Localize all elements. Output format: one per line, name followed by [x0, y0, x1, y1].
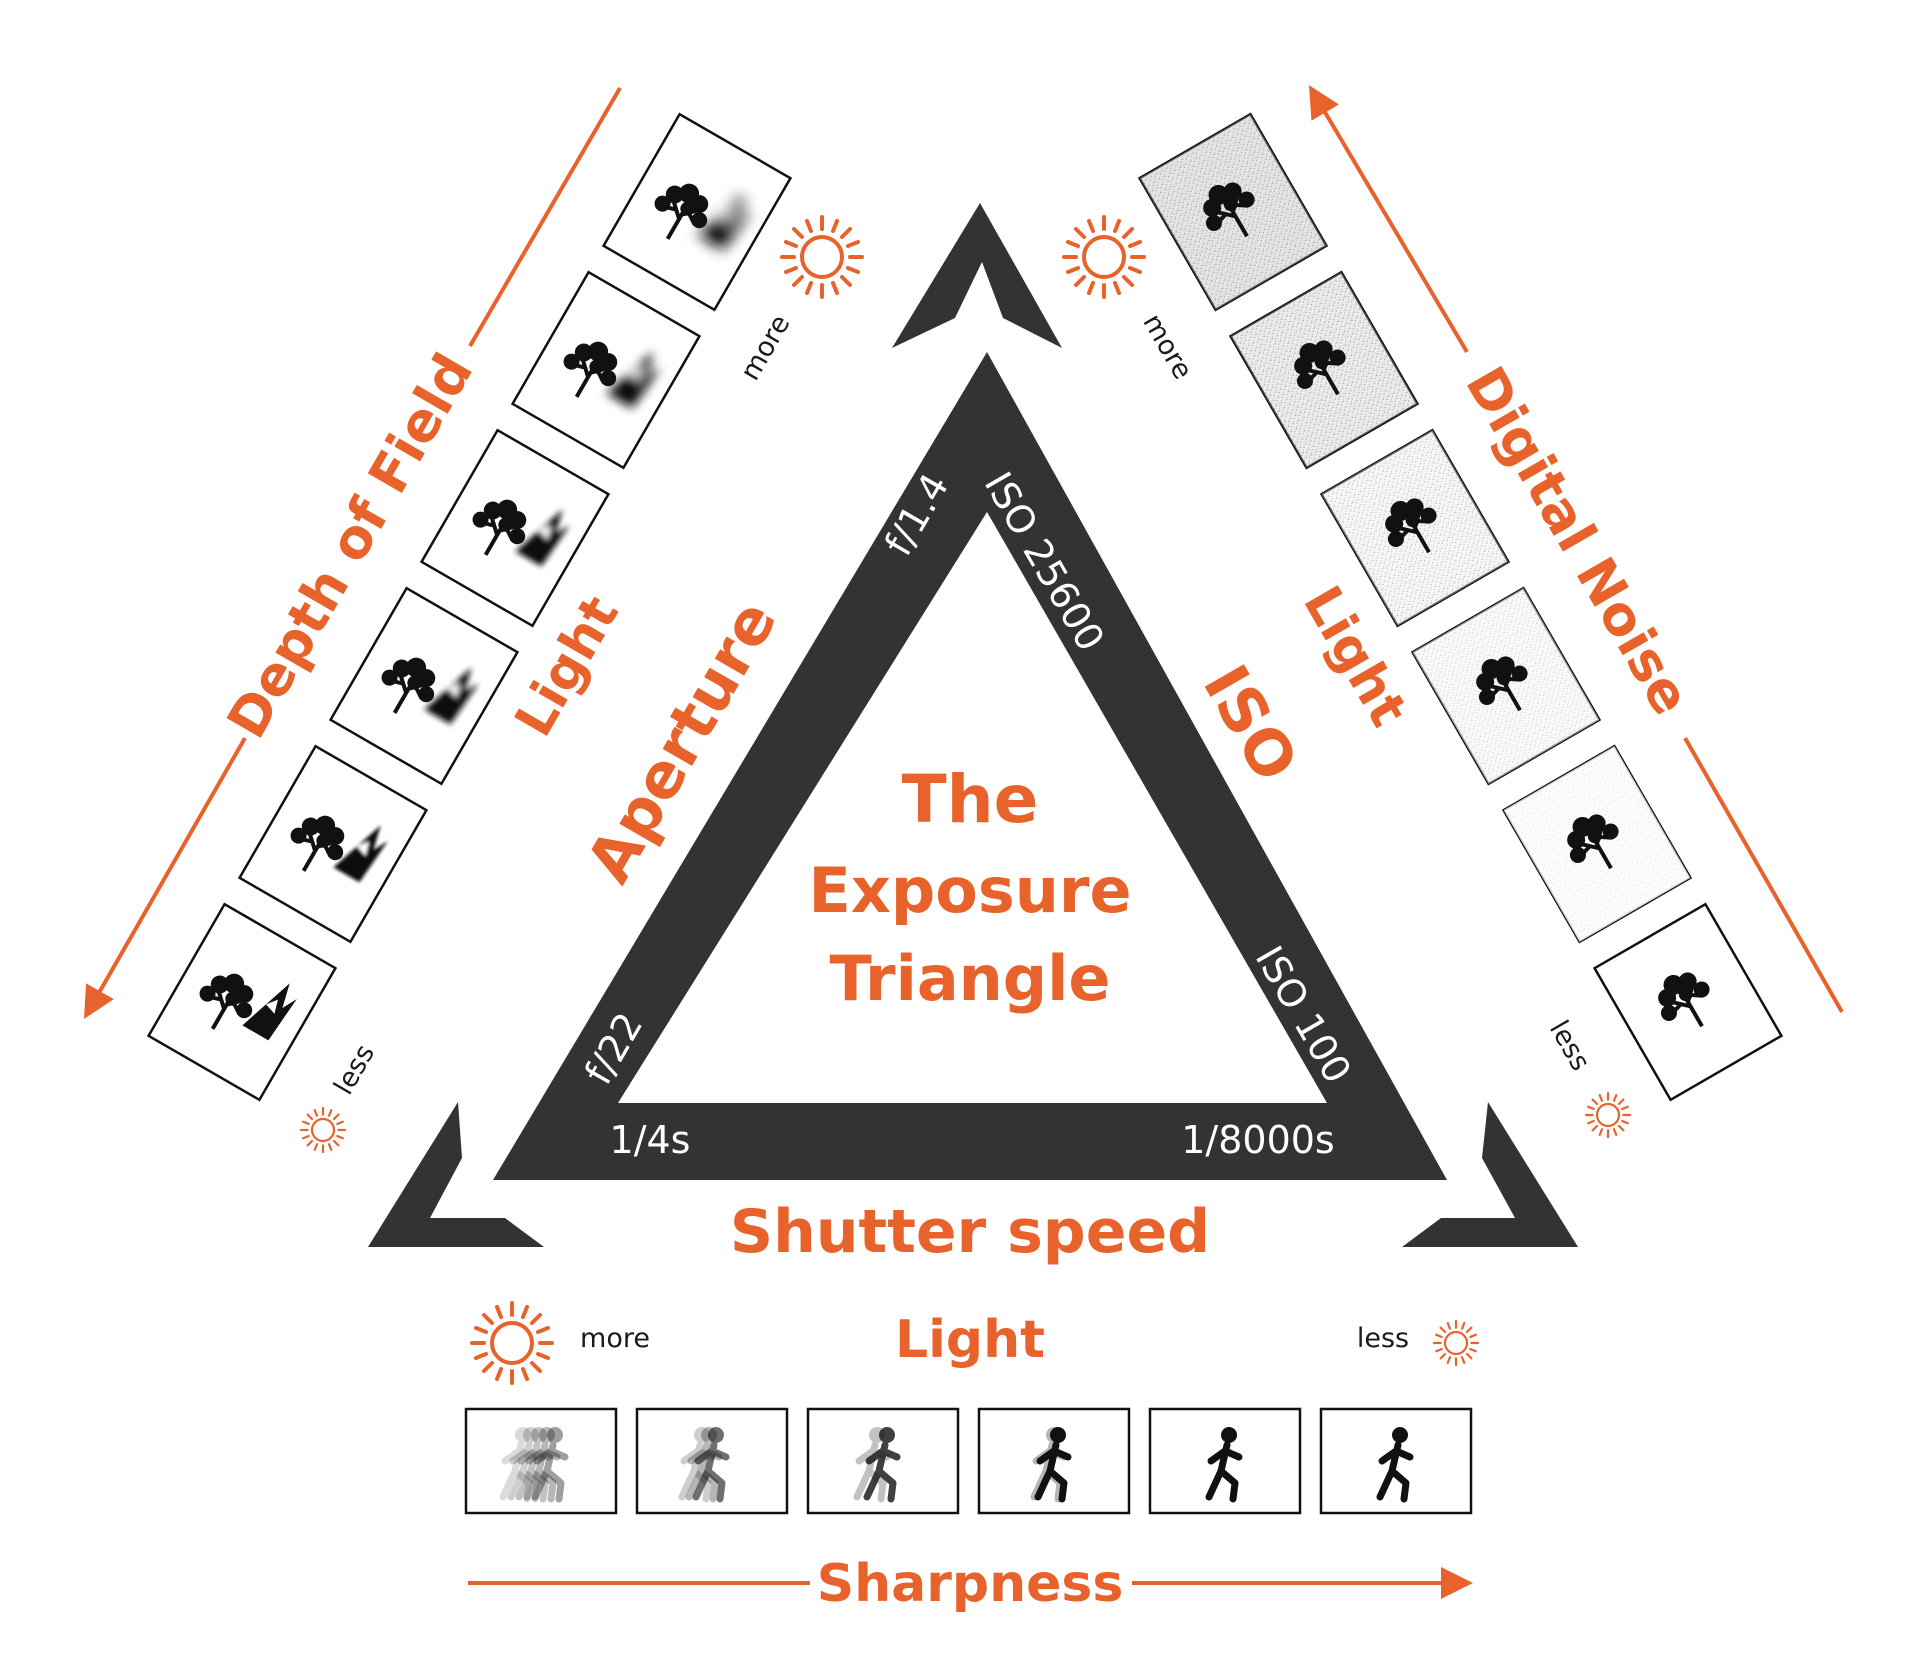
- shutter-frames: [464, 1407, 1473, 1515]
- noise-frame: [1592, 902, 1784, 1102]
- dof-frame: [419, 428, 611, 628]
- digital-noise-arrow-upper: [1308, 85, 1469, 354]
- diagram-title-line1: The: [902, 761, 1039, 838]
- shutter-slow-label: 1/4s: [610, 1118, 691, 1162]
- chevron-top-icon: [892, 203, 1062, 348]
- digital-noise-frames: [1137, 112, 1784, 1102]
- sun-icon: [1062, 215, 1146, 299]
- main-triangle: [493, 352, 1447, 1180]
- shutter-frame: [1148, 1407, 1302, 1515]
- noise-frame: [1228, 270, 1420, 470]
- shutter-frame: [977, 1407, 1131, 1515]
- sun-icon: [470, 1301, 554, 1385]
- noise-frame: [1501, 744, 1693, 944]
- shutter-label: Shutter speed: [730, 1197, 1210, 1267]
- dof-frame: [601, 112, 793, 312]
- shutter-more-label: more: [580, 1323, 650, 1354]
- depth-of-field-frames: [146, 112, 793, 1102]
- diagram-title-line3: Triangle: [830, 942, 1111, 1015]
- sun-icon: [1432, 1319, 1480, 1367]
- iso-less-label: less: [1543, 1015, 1596, 1076]
- shutter-less-label: less: [1357, 1323, 1409, 1354]
- chevron-right-icon: [1402, 1102, 1578, 1247]
- dof-frame: [510, 270, 702, 470]
- noise-frame: [1410, 586, 1602, 786]
- sun-icon: [1584, 1091, 1632, 1139]
- aperture-more-label: more: [735, 310, 797, 386]
- shutter-frame: [464, 1407, 618, 1515]
- noise-frame: [1319, 428, 1511, 628]
- shutter-light-label: Light: [895, 1310, 1045, 1370]
- iso-more-label: more: [1136, 309, 1198, 385]
- sun-icon: [780, 215, 864, 299]
- depth-of-field-arrow-upper: [468, 86, 622, 348]
- sharpness-label: Sharpness: [817, 1554, 1124, 1614]
- noise-frame: [1137, 112, 1329, 312]
- shutter-frame: [1319, 1407, 1473, 1515]
- shutter-fast-label: 1/8000s: [1181, 1118, 1334, 1162]
- diagram-title-line2: Exposure: [809, 854, 1132, 927]
- shutter-frame: [806, 1407, 960, 1515]
- depth-of-field-arrow-lower: [84, 737, 247, 1019]
- dof-frame: [146, 902, 338, 1102]
- dof-frame: [237, 744, 429, 944]
- aperture-less-label: less: [328, 1039, 381, 1100]
- shutter-frame: [635, 1407, 789, 1515]
- digital-noise-arrow-lower: [1683, 737, 1844, 1013]
- sun-icon: [299, 1106, 347, 1154]
- dof-frame: [328, 586, 520, 786]
- chevron-left-icon: [368, 1102, 544, 1247]
